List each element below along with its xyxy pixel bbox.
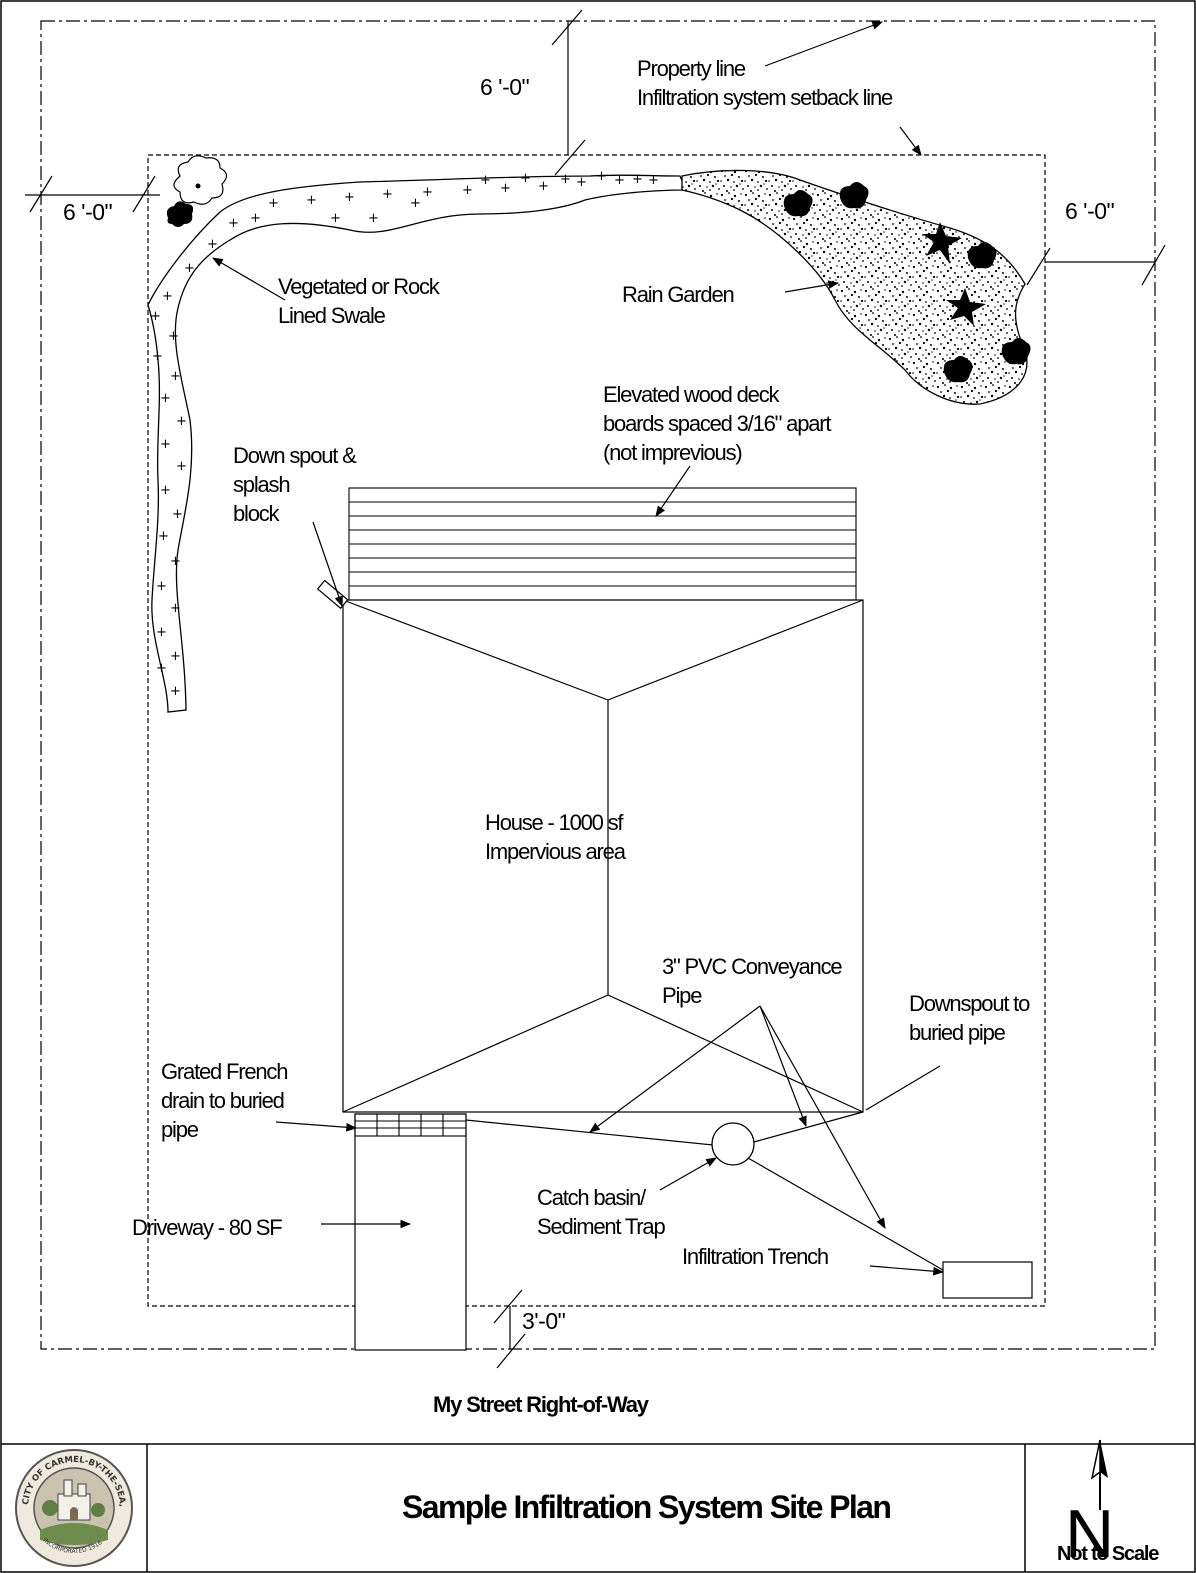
wood-deck bbox=[348, 487, 857, 601]
svg-text:+: + bbox=[160, 437, 171, 452]
north-letter: N bbox=[1065, 1496, 1115, 1572]
svg-text:+: + bbox=[500, 181, 511, 196]
dimension-top: 6 '-0" bbox=[480, 74, 530, 100]
svg-text:+: + bbox=[614, 173, 625, 188]
svg-text:+: + bbox=[250, 211, 261, 226]
dimension-lines bbox=[25, 9, 1166, 1369]
deck-label-line2: boards spaced 3/16" apart bbox=[603, 411, 832, 436]
city-seal-logo: CITY OF CARMEL-BY-THE-SEA, CALIFORNIA IN… bbox=[0, 0, 133, 1567]
downspout-splash-label-line2: splash bbox=[233, 472, 291, 497]
deck-label-line3: (not imprevious) bbox=[603, 440, 743, 465]
svg-text:+: + bbox=[170, 649, 181, 664]
svg-text:+: + bbox=[480, 173, 491, 188]
catch-basin bbox=[711, 1122, 755, 1166]
swale-label-line2: Lined Swale bbox=[278, 303, 386, 328]
svg-text:+: + bbox=[330, 211, 341, 226]
svg-text:+: + bbox=[538, 179, 549, 194]
svg-text:+: + bbox=[170, 554, 181, 569]
downspout-buried-label-line1: Downspout to bbox=[909, 991, 1030, 1016]
svg-text:+: + bbox=[207, 237, 218, 252]
french-drain-label-line3: pipe bbox=[161, 1117, 199, 1142]
svg-text:+: + bbox=[176, 459, 187, 474]
pvc-pipe-label-line2: Pipe bbox=[662, 983, 702, 1008]
svg-text:+: + bbox=[410, 196, 421, 211]
svg-text:+: + bbox=[306, 193, 317, 208]
svg-text:+: + bbox=[176, 414, 187, 429]
rain-garden-label: Rain Garden bbox=[622, 282, 735, 307]
scale-note: Not to Scale bbox=[1057, 1543, 1159, 1565]
dimension-right: 6 '-0" bbox=[1065, 198, 1115, 224]
property-line-label: Property line bbox=[637, 56, 746, 81]
svg-text:+: + bbox=[368, 211, 379, 226]
title-block bbox=[1, 1443, 1195, 1572]
house-label-line2: Impervious area bbox=[485, 839, 626, 864]
downspout-buried-label-line2: buried pipe bbox=[909, 1020, 1006, 1045]
svg-text:CITY OF CARMEL-BY-THE-SEA, CAL: CITY OF CARMEL-BY-THE-SEA, CALIFORNIA bbox=[0, 0, 127, 1507]
svg-text:+: + bbox=[170, 684, 181, 699]
street-label: My Street Right-of-Way bbox=[433, 1392, 649, 1417]
svg-text:+: + bbox=[162, 289, 173, 304]
driveway bbox=[354, 1113, 467, 1351]
setback-line bbox=[147, 154, 1046, 1307]
svg-text:+: + bbox=[160, 483, 171, 498]
svg-text:+: + bbox=[520, 171, 531, 186]
north-arrow-icon bbox=[1090, 1439, 1108, 1510]
svg-text:+: + bbox=[422, 185, 433, 200]
svg-text:+: + bbox=[160, 391, 171, 406]
infiltration-trench-label: Infiltration Trench bbox=[682, 1244, 829, 1269]
swale-shape bbox=[147, 174, 687, 713]
splash-block bbox=[316, 579, 349, 610]
setback-line-label: Infiltration system setback line bbox=[637, 85, 893, 110]
svg-text:+: + bbox=[168, 329, 179, 344]
svg-text:+: + bbox=[156, 625, 167, 640]
dimension-left: 6 '-0" bbox=[63, 199, 113, 225]
svg-text:+: + bbox=[560, 172, 571, 187]
svg-text:+: + bbox=[632, 172, 643, 187]
sheet-title: Sample Infiltration System Site Plan bbox=[402, 1489, 892, 1525]
french-drain-grate bbox=[354, 1113, 467, 1137]
pvc-pipe-label-line1: 3" PVC Conveyance bbox=[662, 954, 843, 979]
driveway-label: Driveway - 80 SF bbox=[132, 1215, 283, 1240]
svg-text:+: + bbox=[462, 183, 473, 198]
svg-text:+: + bbox=[170, 369, 181, 384]
deck-label-line1: Elevated wood deck bbox=[603, 382, 780, 407]
property-line bbox=[40, 20, 1156, 1350]
house-label-line1: House - 1000 sf bbox=[485, 810, 624, 835]
svg-text:+: + bbox=[150, 309, 161, 324]
french-drain-label-line2: drain to buried bbox=[161, 1088, 285, 1113]
downspout-splash-label-line3: block bbox=[233, 501, 280, 526]
svg-text:+: + bbox=[184, 261, 195, 276]
catch-basin-label-line2: Sediment Trap bbox=[537, 1214, 666, 1239]
catch-basin-label-line1: Catch basin/ bbox=[537, 1185, 646, 1210]
svg-text:+: + bbox=[172, 507, 183, 522]
downspout-splash-label-line1: Down spout & bbox=[233, 443, 357, 468]
svg-text:+: + bbox=[170, 601, 181, 616]
swale-label-line1: Vegetated or Rock bbox=[278, 274, 440, 299]
svg-text:+: + bbox=[576, 175, 587, 190]
leader-arrows bbox=[212, 257, 945, 1276]
svg-text:+: + bbox=[268, 196, 279, 211]
svg-text:+: + bbox=[344, 190, 355, 205]
svg-text:+: + bbox=[648, 173, 659, 188]
svg-text:+: + bbox=[152, 349, 163, 364]
svg-text:+: + bbox=[596, 169, 607, 184]
swale-plus-marks: +++ +++ +++ +++ +++ +++ +++ +++ +++ +++ … bbox=[150, 169, 659, 699]
shrub-symbol bbox=[166, 155, 228, 227]
svg-text:+: + bbox=[158, 529, 169, 544]
dimension-bottom: 3'-0" bbox=[522, 1308, 566, 1334]
svg-text:+: + bbox=[382, 187, 393, 202]
svg-text:+: + bbox=[156, 579, 167, 594]
svg-text:+: + bbox=[228, 216, 239, 231]
svg-text:+: + bbox=[156, 661, 167, 676]
french-drain-label-line1: Grated French bbox=[161, 1059, 288, 1084]
house-roof bbox=[342, 599, 864, 1113]
rain-garden-plants bbox=[783, 182, 1031, 383]
infiltration-trench bbox=[942, 1261, 1033, 1299]
